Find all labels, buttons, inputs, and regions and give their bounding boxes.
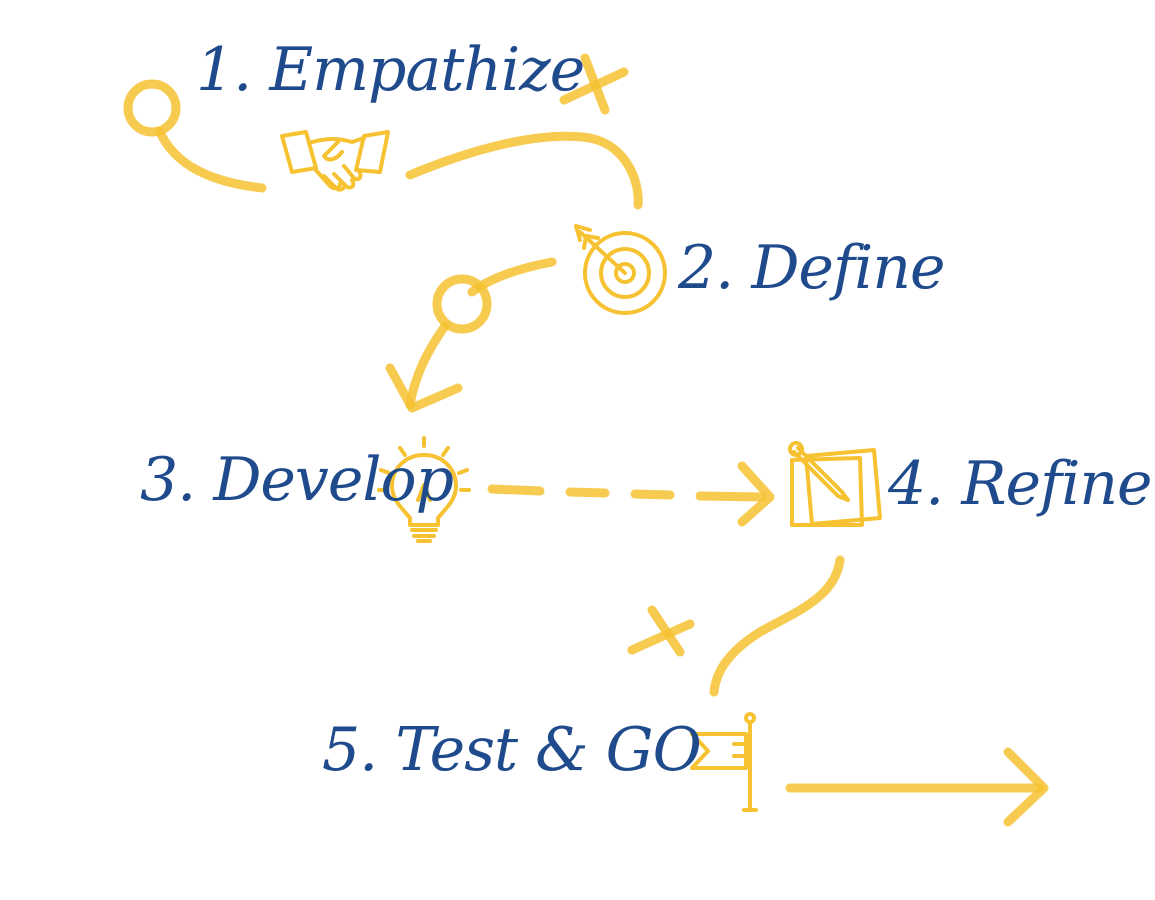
start-marker [123, 79, 181, 137]
x-mark-top [559, 53, 629, 115]
dashed-arrow-develop-to-refine [487, 461, 775, 527]
waypoint-circle [432, 274, 492, 334]
target-icon [574, 224, 667, 315]
step-4-label: 4. Refine [888, 449, 1153, 519]
step-5-label: 5. Test & GO [322, 715, 702, 785]
step-2-label: 2. Define [678, 233, 945, 303]
path-start-to-empathize [155, 127, 267, 193]
step-3-label: 3. Develop [140, 445, 454, 515]
handshake-icon [280, 130, 390, 192]
path-empathize-to-define [405, 131, 643, 210]
step-1-label: 1. Empathize [196, 35, 585, 105]
flag-icon [690, 712, 758, 812]
final-arrow [785, 747, 1049, 827]
path-refine-to-test [709, 555, 845, 697]
lightbulb-icon [377, 436, 471, 543]
notepad-pencil-icon [788, 441, 882, 527]
x-mark-middle [627, 605, 695, 657]
path-circle-to-develop [405, 321, 450, 410]
arrowhead-down [385, 363, 463, 413]
